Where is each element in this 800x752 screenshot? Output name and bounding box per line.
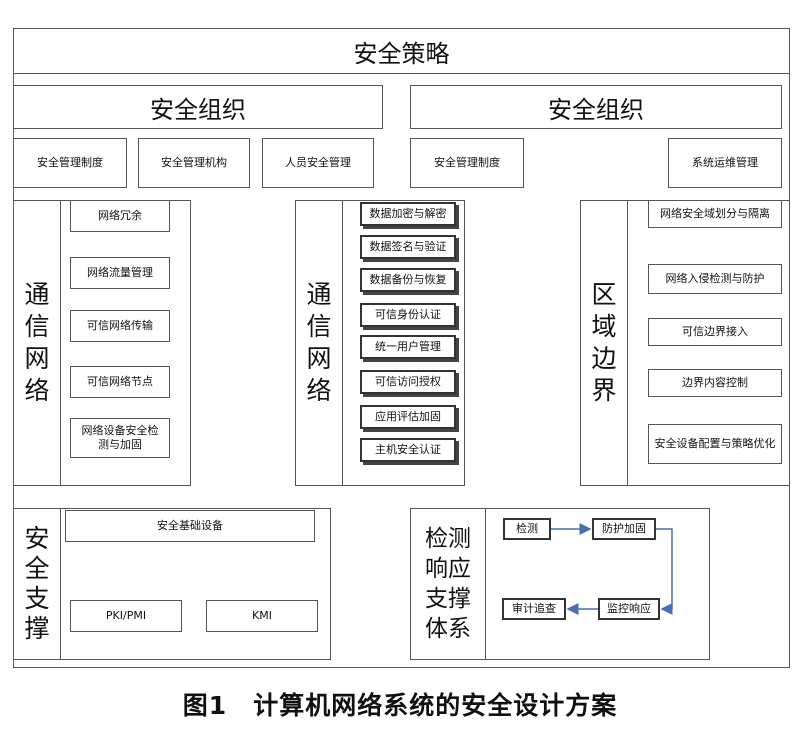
comm-network-1-item-4: 网络设备安全检测与加固 — [70, 418, 170, 458]
security-strategy-header: 安全策略 — [13, 28, 790, 74]
comm-network-2-item-7: 主机安全认证 — [360, 438, 456, 462]
comm-network-2-item-6: 应用评估加固 — [360, 405, 456, 429]
org-left-item-0: 安全管理制度 — [13, 138, 127, 188]
figure-caption: 图1 计算机网络系统的安全设计方案 — [182, 691, 618, 720]
comm-network-2-item-0: 数据加密与解密 — [360, 202, 456, 226]
comm-network-2-label-box: 通信网络 — [295, 200, 343, 486]
security-support-label-box: 安全支撑 — [13, 508, 61, 660]
detect-box: 检测 — [503, 518, 551, 540]
security-org-right-title: 安全组织 — [410, 85, 782, 129]
org-right-item-1: 系统运维管理 — [668, 138, 782, 188]
security-infrastructure-box: 安全基础设备 — [65, 510, 315, 542]
comm-network-2-item-1: 数据签名与验证 — [360, 235, 456, 259]
comm-network-2-item-3: 可信身份认证 — [360, 303, 456, 327]
comm-network-1-label-box: 通信网络 — [13, 200, 61, 486]
security-support-label: 安全支撑 — [24, 524, 50, 643]
org-right-item-0: 安全管理制度 — [410, 138, 524, 188]
kmi-box: KMI — [206, 600, 318, 632]
comm-network-1-item-3: 可信网络节点 — [70, 366, 170, 398]
pki-pmi-box: PKI/PMI — [70, 600, 182, 632]
protect-harden-box: 防护加固 — [592, 518, 656, 540]
detection-response-label: 检测响应支撑体系 — [425, 526, 471, 642]
org-left-item-1: 安全管理机构 — [138, 138, 250, 188]
region-boundary-label-box: 区域边界 — [580, 200, 628, 486]
detection-response-label-box: 检测响应支撑体系 — [410, 508, 486, 660]
org-left-item-2: 人员安全管理 — [262, 138, 374, 188]
comm-network-2-item-2: 数据备份与恢复 — [360, 268, 456, 292]
security-org-left-title: 安全组织 — [13, 85, 383, 129]
comm-network-1-item-2: 可信网络传输 — [70, 310, 170, 342]
comm-network-1-label: 通信网络 — [24, 280, 50, 405]
region-boundary-item-3: 边界内容控制 — [648, 369, 782, 397]
region-boundary-label: 区域边界 — [591, 280, 617, 405]
comm-network-2-item-5: 可信访问授权 — [360, 370, 456, 394]
region-boundary-item-4: 安全设备配置与策略优化 — [648, 424, 782, 464]
comm-network-2-item-4: 统一用户管理 — [360, 335, 456, 359]
monitor-response-box: 监控响应 — [598, 598, 660, 620]
comm-network-1-item-1: 网络流量管理 — [70, 257, 170, 289]
comm-network-1-item-0: 网络冗余 — [70, 200, 170, 232]
arrow-protect-to-monitor — [656, 528, 673, 615]
audit-trace-box: 审计追查 — [502, 598, 566, 620]
region-boundary-item-1: 网络入侵检测与防护 — [648, 264, 782, 294]
region-boundary-item-2: 可信边界接入 — [648, 318, 782, 346]
region-boundary-item-0: 网络安全域划分与隔离 — [648, 200, 782, 228]
comm-network-2-label: 通信网络 — [306, 280, 332, 405]
